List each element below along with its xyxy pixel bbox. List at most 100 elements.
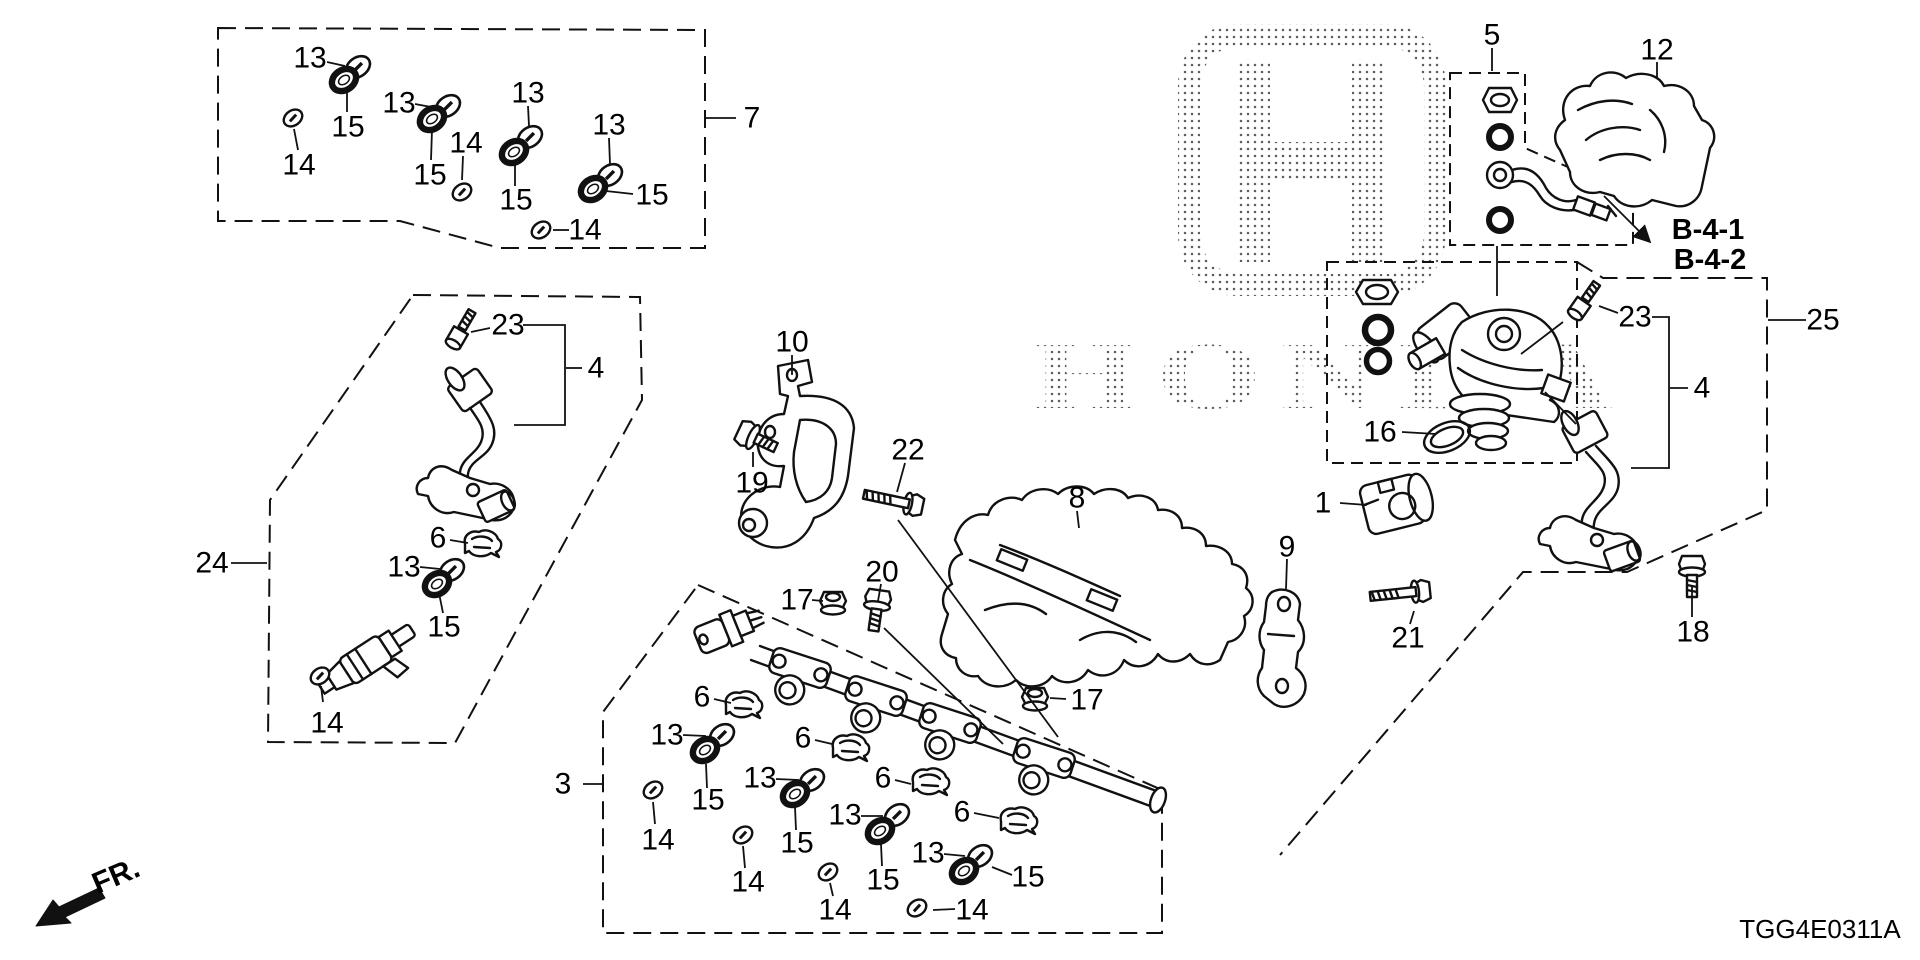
bolt-21-drawing (1367, 577, 1433, 609)
leader-line (470, 327, 491, 333)
leader-line (1049, 697, 1067, 700)
leader-line (414, 103, 432, 108)
fuel-pressure-sensor-drawing (693, 609, 765, 655)
part-number-label: 14 (955, 894, 988, 927)
leader-line (1409, 610, 1415, 625)
pump-kit-contents (1354, 278, 1400, 376)
banjo-pipe-drawing (1485, 160, 1618, 222)
leader-line (883, 627, 1004, 745)
part-number-label: 4 (1694, 372, 1711, 405)
part-number-label: 15 (866, 864, 899, 897)
ref-label-b-4-2: B-4-2 (1674, 244, 1747, 276)
leader-line (991, 866, 1013, 876)
leader-line (449, 539, 469, 544)
part-number-label: 13 (382, 87, 415, 120)
part-number-label: 23 (491, 309, 524, 342)
part-number-label: 15 (427, 611, 460, 644)
part-number-label: 6 (694, 681, 711, 714)
leader-line (1520, 321, 1564, 355)
part-number-label: 24 (195, 547, 228, 580)
part-number-label: 14 (568, 214, 601, 247)
bracket-10-drawing (737, 358, 856, 549)
leader-line (1631, 316, 1670, 469)
leader-line (320, 685, 324, 703)
part-number-label: 12 (1640, 34, 1673, 67)
part-number-label: 6 (954, 796, 971, 829)
bolt-23-drawing (442, 306, 481, 353)
part-number-labels-layer: 1315141314151315141315723424613151410192… (195, 19, 1839, 927)
feed-pipe-25-drawing (1537, 409, 1642, 573)
part-number-label: 15 (331, 111, 364, 144)
part-number-label: 14 (449, 127, 482, 160)
part-number-label: 4 (588, 352, 605, 385)
part-number-label: 6 (795, 722, 812, 755)
leader-line (742, 845, 746, 869)
part-number-label: 20 (865, 556, 898, 589)
injector-set-group-24 (306, 306, 517, 695)
part-number-label: 14 (818, 894, 851, 927)
leader-line (293, 128, 299, 151)
part-number-label: 18 (1676, 616, 1709, 649)
leader-line (1544, 391, 1577, 425)
leader-line (705, 763, 708, 789)
diagram-code: TGG4E0311A (1739, 914, 1901, 944)
leader-line (1401, 431, 1437, 435)
leader-line (682, 734, 707, 737)
part-number-label: 16 (1363, 416, 1396, 449)
leader-line (514, 324, 566, 426)
bracket-9-drawing (1256, 588, 1307, 708)
part-number-label: 17 (1070, 684, 1103, 717)
leader-line (775, 778, 800, 781)
leader-line (713, 698, 732, 704)
part-number-label: 13 (592, 109, 625, 142)
pump-kit-boundary (1326, 261, 1578, 464)
cover-12-drawing (1553, 71, 1716, 208)
part-number-label: 3 (555, 768, 572, 801)
part-number-label: 13 (828, 799, 861, 832)
part-number-label: 14 (731, 866, 764, 899)
part-number-label: 6 (875, 762, 892, 795)
part-number-label: 13 (650, 719, 683, 752)
part-number-label: 13 (387, 551, 420, 584)
rail-mount-flange (844, 674, 908, 734)
rail-mount-flange (768, 646, 832, 706)
leader-line (605, 190, 634, 195)
leader-line (1339, 502, 1368, 506)
part-number-label: 15 (499, 184, 532, 217)
part-number-label: 14 (641, 824, 674, 857)
fuel-rail-drawing (693, 609, 1168, 814)
leader-line (896, 462, 906, 493)
part-number-label: 7 (744, 102, 761, 135)
bolt-23-drawing (1564, 277, 1605, 324)
leader-line (894, 779, 912, 785)
leader-line (943, 853, 966, 857)
part-number-label: 14 (282, 149, 315, 182)
part-number-label: 13 (743, 762, 776, 795)
fuel-injector-drawing (316, 623, 416, 695)
leader-line (877, 583, 882, 602)
part-number-label: 1 (1315, 487, 1332, 520)
part-number-label: 13 (511, 77, 544, 110)
leader-line (794, 806, 797, 831)
leader-line (608, 137, 611, 165)
leader-line (461, 155, 464, 181)
bolt-20-drawing (859, 587, 894, 634)
joint-pipe-kit-5 (1481, 86, 1618, 234)
leader-lines-layer (231, 48, 1806, 911)
part-number-label: 22 (891, 434, 924, 467)
leader-line (811, 599, 824, 602)
group-boundary-3 (602, 583, 1163, 934)
part-number-label: 13 (911, 837, 944, 870)
part-number-label: 15 (635, 179, 668, 212)
part-number-label: 6 (430, 522, 447, 555)
part-number-label: 25 (1806, 304, 1839, 337)
rail-mount-flange (918, 701, 982, 761)
leader-line (829, 882, 834, 897)
manifold-cover-8-drawing (939, 485, 1254, 688)
group-boundary-25 (1279, 261, 1768, 856)
nut-17-drawing (818, 590, 848, 616)
injector-feed-pipe-drawing (415, 366, 517, 523)
leader-line (973, 812, 1000, 819)
rail-mount-flange (1012, 736, 1076, 796)
